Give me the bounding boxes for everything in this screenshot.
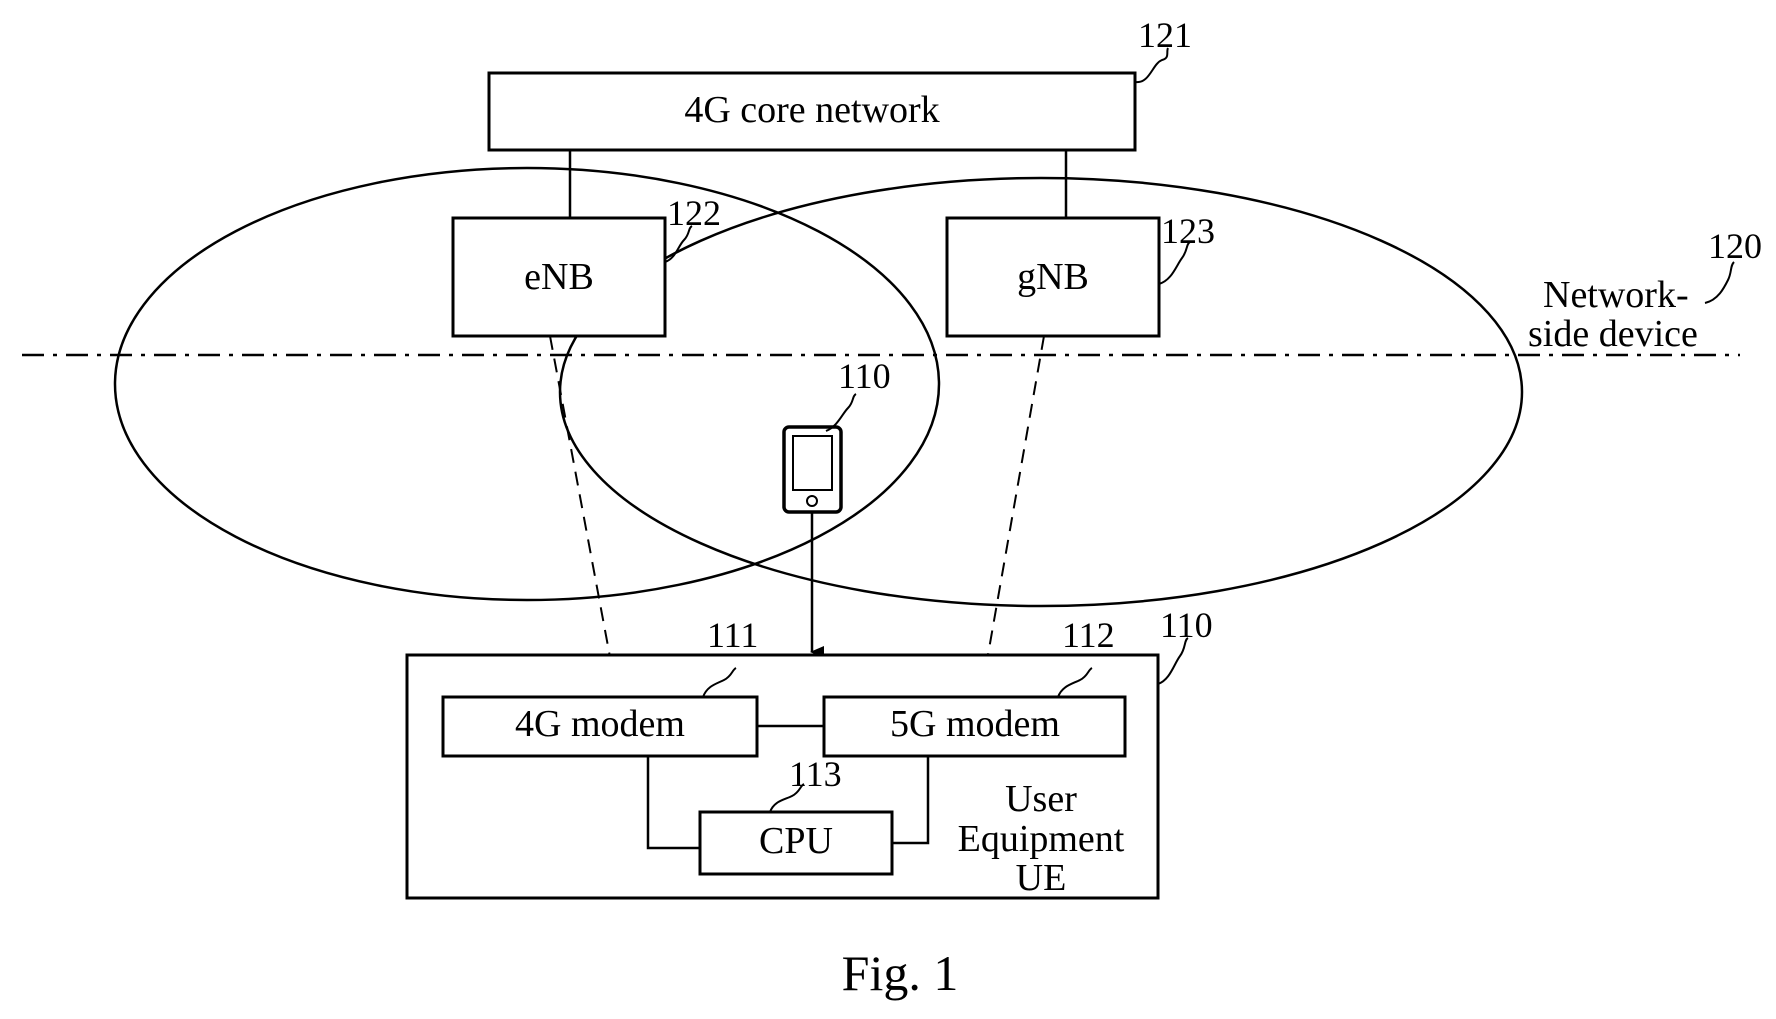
gnb-label: gNB [1017,256,1089,298]
enb-ref: 122 [667,193,721,233]
ue-label-line3: UE [1016,857,1067,899]
network-side-label-line1: Network- [1543,274,1689,316]
network-side-label-line2: side device [1528,313,1698,355]
network-side-ref: 120 [1708,226,1762,266]
enb-to-4g-modem-link [550,336,616,689]
cpu-label: CPU [759,820,833,862]
modem-4g-ref: 111 [707,615,758,655]
ue-label-line2: Equipment [958,818,1125,860]
mobile-phone-icon [784,427,841,512]
phone-ref: 110 [838,356,891,396]
gnb-ref: 123 [1161,211,1215,251]
core-network-ref: 121 [1138,15,1192,55]
modem-5g-label: 5G modem [890,703,1060,745]
network-side-ref-leader [1705,262,1734,303]
modem-4g-label: 4G modem [515,703,685,745]
ue-ref: 110 [1160,605,1213,645]
enb-label: eNB [524,256,594,298]
modem-5g-ref: 112 [1062,615,1115,655]
cpu-ref: 113 [789,754,842,794]
core-network-label: 4G core network [684,89,939,131]
gnb-to-5g-modem-link [982,336,1044,689]
figure-caption: Fig. 1 [842,945,959,1001]
ue-label-line1: User [1005,778,1077,820]
